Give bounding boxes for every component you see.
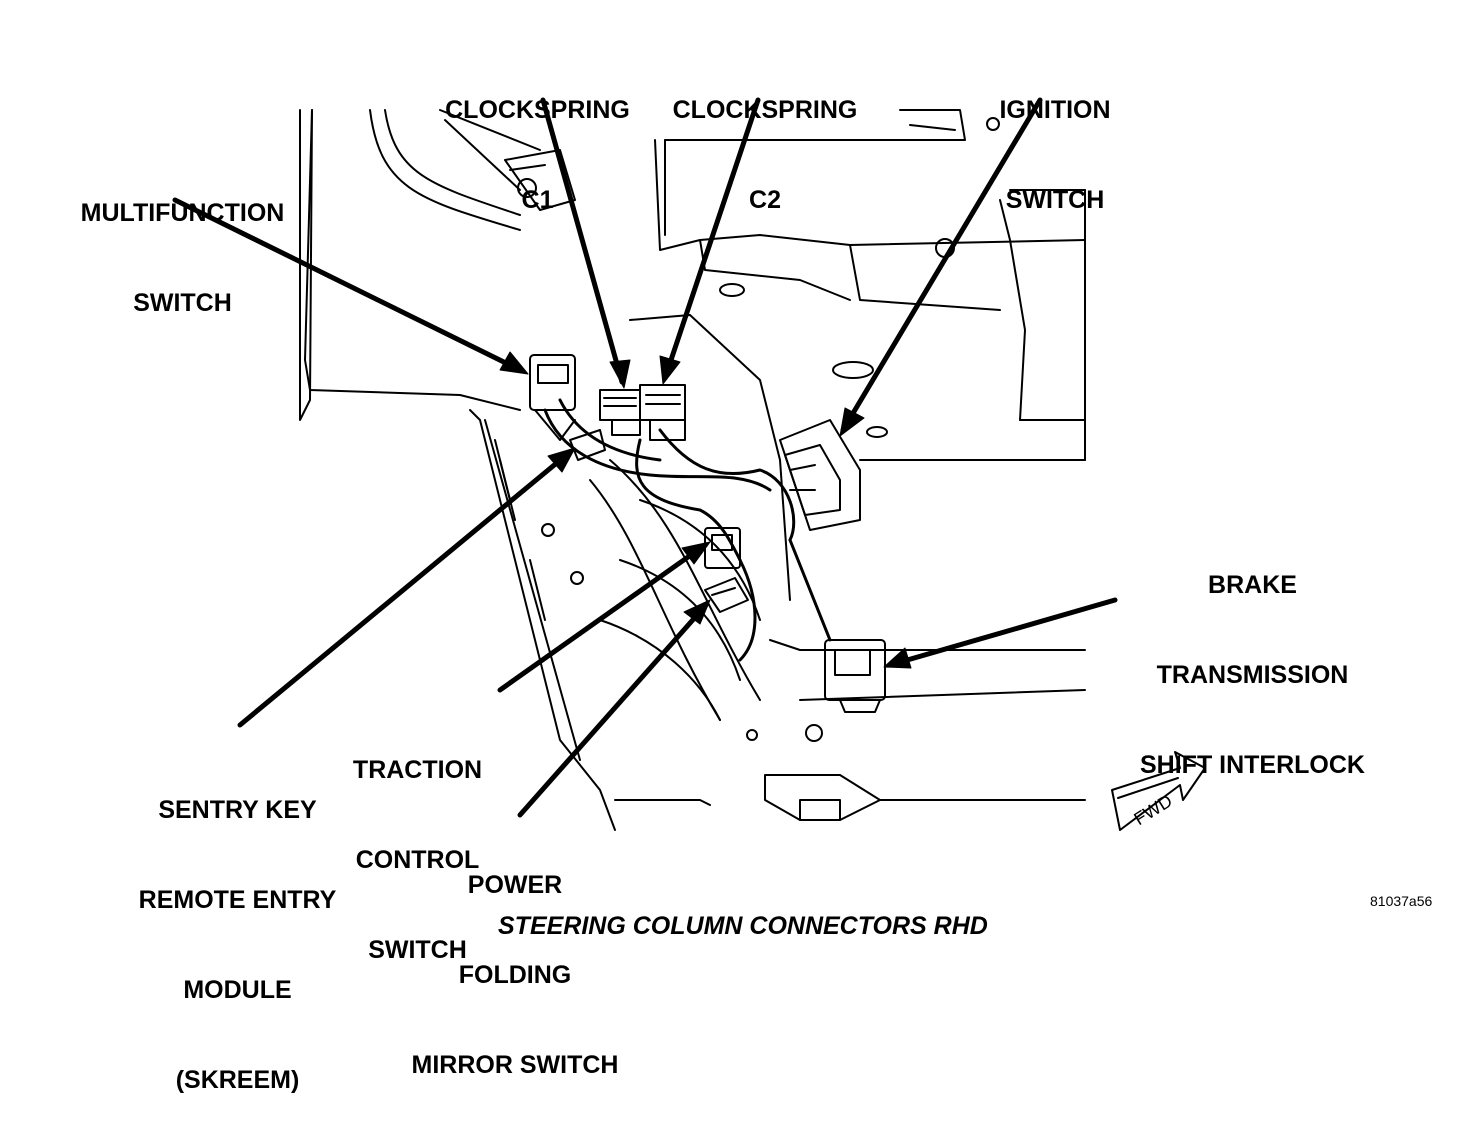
label-line: C2 (749, 186, 781, 214)
label-clockspring-c2: CLOCKSPRING C2 (655, 35, 875, 245)
label-line: SWITCH (1005, 186, 1105, 214)
hinge-bracket (504, 149, 576, 211)
label-line: CLOCKSPRING (672, 96, 858, 124)
figure-id: 81037a56 (1370, 893, 1433, 909)
label-line: MULTIFUNCTION (80, 199, 285, 227)
arrow-skreem (237, 449, 573, 728)
lower-bracket (614, 774, 1086, 821)
label-line: IGNITION (999, 96, 1111, 124)
label-skreem: SENTRY KEY REMOTE ENTRY MODULE (SKREEM) (115, 735, 360, 1125)
label-line: POWER (467, 871, 563, 899)
label-line: SHIFT INTERLOCK (1140, 751, 1365, 779)
door-frame-outline (299, 109, 541, 421)
clockspring-c1-connector (599, 389, 641, 436)
panel-structure (654, 109, 1086, 461)
arrow-ignition (840, 97, 1043, 433)
arrowhead-skreem (547, 447, 576, 473)
power-mirror-connector (704, 577, 749, 613)
arrow-btsi (887, 597, 1118, 668)
arrow-clockspring-c2 (662, 97, 761, 381)
arrowhead-ignition (839, 407, 865, 437)
knee-bolster (469, 409, 823, 831)
clockspring-c2-connector (639, 384, 686, 441)
label-power-folding-mirror-switch: POWER FOLDING MIRROR SWITCH (390, 810, 640, 1110)
arrow-multifunction (172, 197, 523, 373)
label-line: SENTRY KEY (158, 796, 317, 824)
arrowhead-clockspring-c1 (609, 359, 631, 389)
label-line: C1 (521, 186, 554, 214)
label-brake-transmission-shift-interlock: BRAKE TRANSMISSION SHIFT INTERLOCK (1115, 510, 1390, 810)
diagram: FWD MULTIFUNCTION SWITCH CLOCKSPRING C1 … (60, 35, 1433, 1094)
arrowhead-multifunction (499, 351, 529, 375)
label-line: BRAKE (1208, 571, 1297, 599)
arrowhead-btsi (883, 647, 912, 669)
ignition-switch-connector (779, 419, 861, 531)
arrow-clockspring-c1 (540, 97, 625, 385)
label-traction-control-switch: TRACTION CONTROL SWITCH (330, 695, 505, 995)
wiring-harness (543, 398, 832, 662)
btsi-connector (824, 639, 886, 713)
diagram-caption: STEERING COLUMN CONNECTORS RHD (498, 912, 988, 940)
diagram-drawing: FWD (172, 97, 1206, 831)
label-line: MIRROR SWITCH (411, 1051, 619, 1079)
label-ignition-switch: IGNITION SWITCH (970, 35, 1140, 245)
arrow-mirror (517, 602, 709, 818)
label-line: (SKREEM) (175, 1066, 300, 1094)
arrow-traction (497, 542, 708, 693)
label-line: TRACTION (352, 756, 483, 784)
label-line: FOLDING (458, 961, 572, 989)
leader-arrows (172, 97, 1118, 818)
label-line: REMOTE ENTRY (138, 886, 337, 914)
label-line: SWITCH (133, 289, 232, 317)
multifunction-switch-connector (529, 354, 576, 441)
label-line: MODULE (183, 976, 292, 1004)
arrowhead-mirror (683, 599, 711, 625)
label-clockspring-c1: CLOCKSPRING C1 (425, 35, 650, 245)
label-line: CLOCKSPRING (445, 96, 630, 124)
label-multifunction-switch: MULTIFUNCTION SWITCH (60, 138, 305, 348)
label-line: TRANSMISSION (1156, 661, 1349, 689)
arrowhead-clockspring-c2 (659, 355, 681, 385)
skreem-connector (569, 429, 606, 461)
arrowhead-traction (681, 541, 711, 565)
label-line: CONTROL (355, 846, 480, 874)
